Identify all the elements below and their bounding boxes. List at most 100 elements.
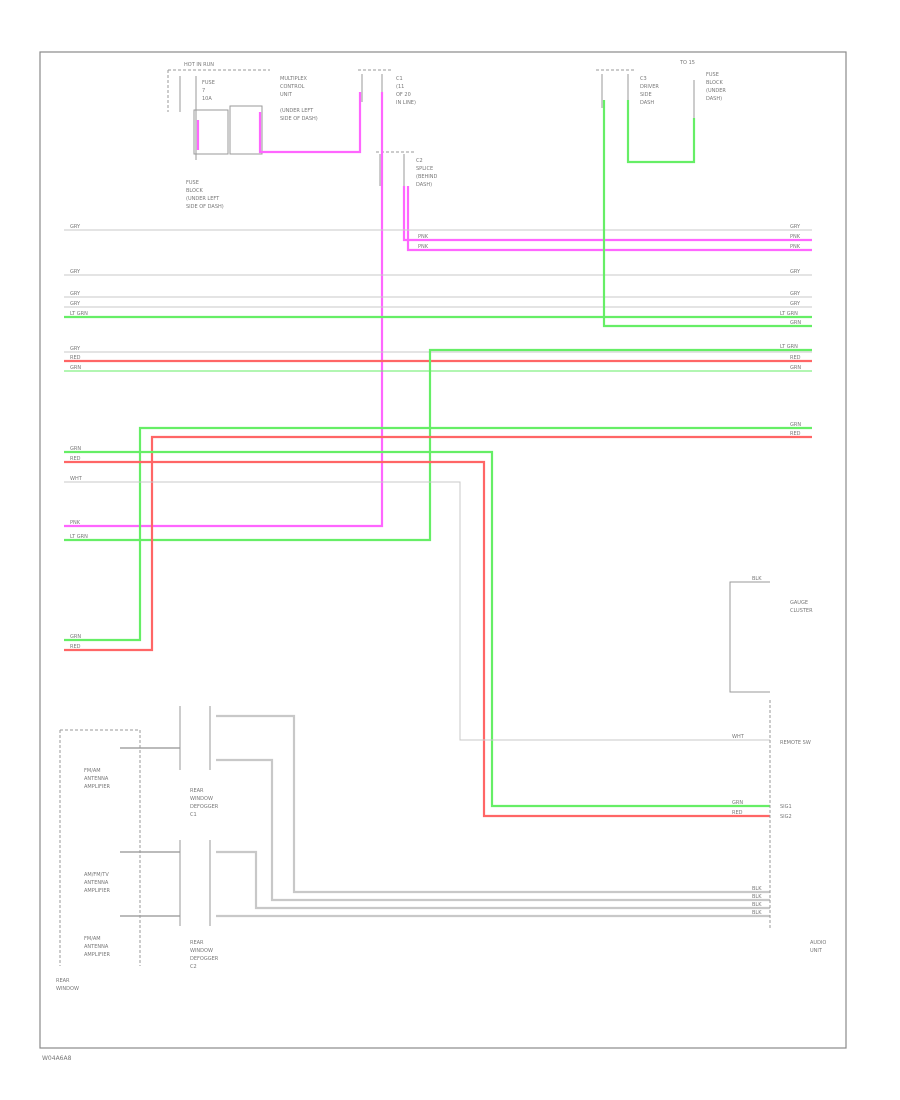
- audio-wire-900: BLK: [752, 894, 762, 900]
- wire-green-c3: [602, 100, 812, 328]
- lbl-r-428: GRN: [790, 422, 801, 428]
- c3-label-4: DASH: [640, 100, 654, 106]
- figure-code: W04A6A8: [42, 1055, 72, 1062]
- c1-label-3: OF 20: [396, 92, 411, 98]
- antenna-block: FM/AM ANTENNA AMPLIFIER AM/FM/TV ANTENNA…: [56, 706, 219, 992]
- audio-unit-label-1: AUDIO: [810, 940, 826, 946]
- audio-pin-sig1: SIG1: [780, 804, 792, 810]
- audio-wire-740: WHT: [732, 734, 745, 740]
- audio-wire-908: BLK: [752, 902, 762, 908]
- lbl-c2-a: PNK: [418, 234, 429, 240]
- wire-labels-left: GRY GRY GRY GRY LT GRN GRY RED GRN GRN R…: [70, 224, 429, 650]
- audio-wire-816: RED: [732, 810, 743, 816]
- antenna-tail-2: ANTENNA: [84, 944, 109, 950]
- connector-top-right: TO 15 C3 DRIVER SIDE DASH FUSE BLOCK (UN…: [596, 60, 726, 140]
- c1-label-1: C1: [396, 76, 403, 82]
- fuse-block-header: HOT IN RUN: [184, 62, 214, 68]
- lbl-r-371: GRN: [790, 365, 801, 371]
- c3-label-2: DRIVER: [640, 84, 659, 90]
- c2-label-2: SPLICE: [416, 166, 433, 172]
- antenna-lower-2: ANTENNA: [84, 880, 109, 886]
- wire-pink-c2-b: [406, 186, 812, 252]
- lbl-l-462: RED: [70, 456, 81, 462]
- amp-lower-1: REAR: [190, 940, 204, 946]
- lbl-l-361: RED: [70, 355, 81, 361]
- wire-pink-mcu: [258, 92, 362, 154]
- lbl-c2-b: PNK: [418, 244, 429, 250]
- antenna-lower-1: AM/FM/TV: [84, 872, 109, 878]
- lbl-l-371: GRN: [70, 365, 81, 371]
- mcu-label-1: MULTIPLEX: [280, 76, 308, 82]
- cluster-label-2: CLUSTER: [790, 608, 813, 614]
- mcu-label-2: CONTROL: [280, 84, 305, 90]
- antenna-tail-3: AMPLIFIER: [84, 952, 111, 958]
- lbl-l-540: LT GRN: [70, 534, 88, 540]
- antenna-upper-3: AMPLIFIER: [84, 784, 111, 790]
- lbl-l-352: GRY: [70, 346, 81, 352]
- amp-upper-2: WINDOW: [190, 796, 213, 802]
- fuse-block-label-4: SIDE OF DASH): [186, 204, 224, 210]
- wires: [64, 92, 812, 918]
- tr-fuse-label-2: BLOCK: [706, 80, 723, 86]
- lbl-r-307: GRY: [790, 301, 801, 307]
- fuse-label-2: 7: [202, 88, 205, 94]
- audio-wire-916: BLK: [752, 910, 762, 916]
- antenna-lower-3: AMPLIFIER: [84, 888, 111, 894]
- antenna-upper-2: ANTENNA: [84, 776, 109, 782]
- audio-wire-806: GRN: [732, 800, 743, 806]
- top-right-header: TO 15: [679, 60, 695, 66]
- mcu-label-3: UNIT: [280, 92, 293, 98]
- mcu-label-5: SIDE OF DASH): [280, 116, 318, 122]
- lbl-l-482: WHT: [70, 476, 83, 482]
- c2-label-3: (BEHIND: [416, 174, 438, 180]
- lbl-l-297: GRY: [70, 291, 81, 297]
- lbl-r-240: PNK: [790, 234, 801, 240]
- wire-pink-c2-a: [402, 186, 812, 242]
- fuse-block-label-3: (UNDER LEFT: [186, 196, 220, 202]
- c3-label-1: C3: [640, 76, 647, 82]
- antenna-tail-1: FM/AM: [84, 936, 101, 942]
- connector-top-center: C1 (11 OF 20 IN LINE) C2 SPLICE (BEHIND …: [358, 69, 438, 188]
- wire-red-loop: [64, 435, 812, 652]
- audio-pin-sig2: SIG2: [780, 814, 792, 820]
- wire-amp-2: [216, 758, 770, 902]
- amp-upper-1: REAR: [190, 788, 204, 794]
- fuse-block-label-1: FUSE: [186, 180, 199, 186]
- audio-unit-connector: REMOTE SW SIG1 SIG2 GRN RED WHT BLK BLK …: [732, 700, 826, 954]
- tr-fuse-label-3: (UNDER: [706, 88, 726, 94]
- fuse-block-label-2: BLOCK: [186, 188, 203, 194]
- wire-green-loop: [64, 426, 812, 642]
- c2-label-4: DASH): [416, 182, 432, 188]
- lbl-l-526: PNK: [70, 520, 81, 526]
- audio-wire-892: BLK: [752, 886, 762, 892]
- amp-lower-4: C2: [190, 964, 197, 970]
- mcu-label-4: (UNDER LEFT: [280, 108, 314, 114]
- lbl-r-275: GRY: [790, 269, 801, 275]
- lbl-r-437: RED: [790, 431, 801, 437]
- wire-labels-right: GRY PNK PNK GRY GRY GRY LT GRN GRN LT GR…: [780, 224, 801, 437]
- cluster-pin-lbl: BLK: [752, 576, 762, 582]
- diagram-frame: [39, 51, 847, 1049]
- wire-red-audio: [64, 460, 770, 818]
- lbl-l-307: GRY: [70, 301, 81, 307]
- c1-label-4: IN LINE): [396, 100, 416, 106]
- audio-unit-label-2: UNIT: [810, 948, 823, 954]
- c2-label-1: C2: [416, 158, 423, 164]
- c3-label-3: SIDE: [640, 92, 652, 98]
- cluster-label-1: GAUGE: [790, 600, 808, 606]
- wire-amp-3: [216, 850, 770, 910]
- antenna-upper-1: FM/AM: [84, 768, 101, 774]
- wire-green-tr-fuse: [626, 100, 696, 164]
- lbl-r-361: RED: [790, 355, 801, 361]
- fuse-block-top-left: HOT IN RUN FUSE 7 10A FUSE BLOCK (UNDER …: [167, 62, 318, 210]
- lbl-l-230: GRY: [70, 224, 81, 230]
- wire-grey-audio: [64, 481, 770, 741]
- tr-fuse-label-4: DASH): [706, 96, 722, 102]
- amp-upper-3: DEFOGGER: [190, 804, 219, 810]
- antenna-title-1: REAR: [56, 978, 70, 984]
- amp-lower-2: WINDOW: [190, 948, 213, 954]
- tr-fuse-label-1: FUSE: [706, 72, 719, 78]
- lbl-l-275: GRY: [70, 269, 81, 275]
- lbl-r-350: LT GRN: [780, 344, 798, 350]
